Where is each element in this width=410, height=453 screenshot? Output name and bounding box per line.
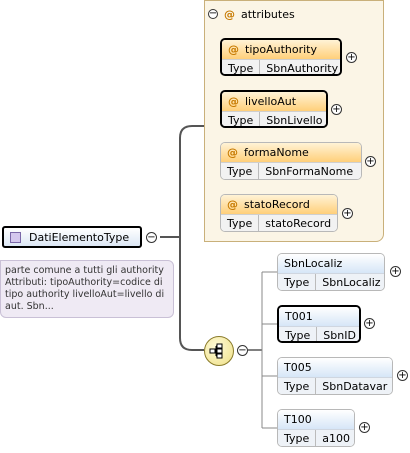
type-label: Type xyxy=(221,163,260,179)
type-label: Type xyxy=(221,215,260,231)
collapse-icon[interactable]: − xyxy=(146,231,157,243)
type-value: SbnLocaliz xyxy=(322,276,381,289)
root-element[interactable]: DatiElementoType xyxy=(2,226,142,248)
at-icon: @ xyxy=(227,146,238,159)
type-value: SbnDatavar xyxy=(322,380,388,393)
element-name: T005 xyxy=(278,358,392,377)
sequence-compositor[interactable] xyxy=(204,336,234,366)
sequence-compositor-icon xyxy=(209,343,223,359)
type-label: Type xyxy=(279,327,318,341)
type-value: a100 xyxy=(322,432,351,445)
attribute-formaNome[interactable]: @ formaNome Type SbnFormaNome xyxy=(220,142,362,180)
element-T005[interactable]: T005 Type SbnDatavar xyxy=(277,357,393,395)
attribute-name: statoRecord xyxy=(244,198,310,211)
attributes-header[interactable]: − @ attributes xyxy=(208,6,295,22)
element-name: T001 xyxy=(279,307,359,326)
collapse-icon[interactable]: − xyxy=(208,8,218,19)
type-label: Type xyxy=(278,378,317,394)
expand-icon[interactable]: + xyxy=(364,317,375,329)
type-value: SbnAuthority xyxy=(266,62,339,75)
complex-type-icon xyxy=(10,231,21,243)
attribute-livelloAut[interactable]: @ livelloAut Type SbnLivello xyxy=(220,90,328,128)
expand-icon[interactable]: + xyxy=(346,51,357,63)
attribute-name: tipoAuthority xyxy=(245,43,317,56)
element-T001[interactable]: T001 Type SbnID xyxy=(277,305,361,343)
root-element-name: DatiElementoType xyxy=(29,230,130,244)
at-icon: @ xyxy=(228,43,239,56)
attribute-statoRecord[interactable]: @ statoRecord Type statoRecord xyxy=(220,194,338,232)
expand-icon[interactable]: + xyxy=(342,207,353,219)
at-icon: @ xyxy=(227,198,238,211)
type-value: SbnLivello xyxy=(266,114,323,127)
attribute-name: livelloAut xyxy=(245,95,297,108)
documentation-note: parte comune a tutti gli authority Attri… xyxy=(0,260,174,318)
attribute-name: formaNome xyxy=(244,146,309,159)
type-label: Type xyxy=(222,60,261,74)
element-name: SbnLocaliz xyxy=(278,254,384,273)
element-name: T100 xyxy=(278,410,354,429)
type-value: SbnID xyxy=(323,329,356,342)
attributes-label: attributes xyxy=(241,7,295,21)
expand-icon[interactable]: + xyxy=(359,421,370,433)
at-icon: @ xyxy=(224,7,235,21)
expand-icon[interactable]: + xyxy=(397,369,408,381)
element-T100[interactable]: T100 Type a100 xyxy=(277,409,355,447)
expand-icon[interactable]: + xyxy=(365,155,376,167)
type-label: Type xyxy=(278,274,317,290)
at-icon: @ xyxy=(228,95,239,108)
expand-icon[interactable]: + xyxy=(331,103,342,115)
type-label: Type xyxy=(222,112,261,126)
expand-icon[interactable]: + xyxy=(390,265,401,277)
attribute-tipoAuthority[interactable]: @ tipoAuthority Type SbnAuthority xyxy=(220,38,342,76)
collapse-icon[interactable]: − xyxy=(237,344,248,356)
type-label: Type xyxy=(278,430,317,446)
type-value: SbnFormaNome xyxy=(265,165,354,178)
type-value: statoRecord xyxy=(265,217,332,230)
